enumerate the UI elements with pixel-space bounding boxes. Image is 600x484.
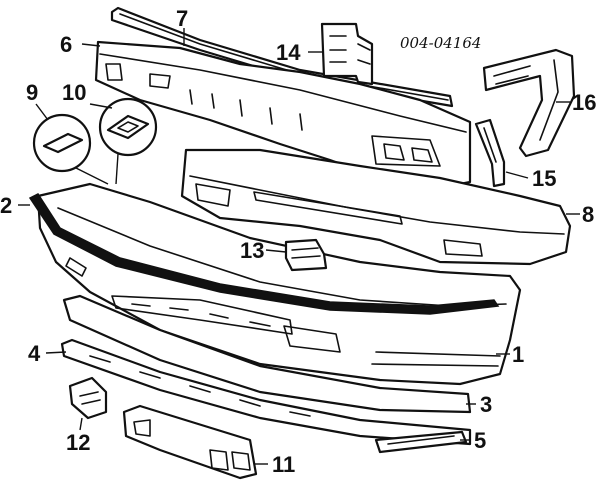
part-14-bracket — [320, 22, 374, 86]
callout-7: 7 — [176, 6, 188, 31]
callout-2: 2 — [0, 193, 12, 218]
callout-16: 16 — [572, 90, 596, 115]
leader-lines — [18, 28, 580, 465]
part-2-trim-strip — [28, 193, 500, 315]
callout-10: 10 — [62, 80, 86, 105]
part-5-small-strip — [374, 430, 468, 454]
part-11-lower-support — [122, 404, 258, 480]
part-13-insert — [284, 238, 328, 272]
callout-11: 11 — [272, 452, 295, 477]
callout-15: 15 — [532, 166, 556, 191]
callout-4: 4 — [28, 341, 41, 366]
reference-code: 004-04164 — [400, 34, 481, 52]
part-3-lower-trim — [60, 338, 472, 446]
part-10-clip-detail — [98, 97, 158, 185]
callout-labels: 7 6 14 16 9 10 15 2 8 13 4 1 3 12 5 11 — [0, 6, 596, 477]
part-8-bumper-cover — [180, 148, 572, 266]
part-9-clip-detail — [32, 113, 109, 185]
callout-14: 14 — [276, 40, 301, 65]
part-15-strap — [474, 118, 506, 188]
part-4-lower-lip — [62, 294, 472, 414]
part-1-bumper-shell — [36, 182, 522, 386]
callout-6: 6 — [60, 32, 72, 57]
part-6-impact-beam — [94, 40, 472, 192]
callout-12: 12 — [66, 430, 90, 455]
part-12-small-bracket — [68, 376, 108, 420]
part-16-mount-bracket — [482, 48, 576, 158]
callout-13: 13 — [240, 238, 264, 263]
callout-8: 8 — [582, 202, 594, 227]
callout-1: 1 — [512, 342, 524, 367]
callout-9: 9 — [26, 80, 38, 105]
callout-5: 5 — [474, 428, 486, 453]
callout-3: 3 — [480, 392, 492, 417]
